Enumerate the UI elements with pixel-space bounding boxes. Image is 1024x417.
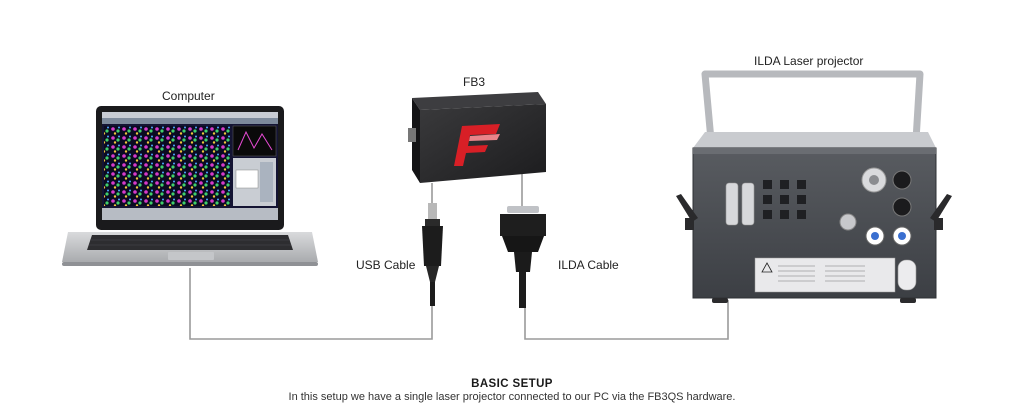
fb3-device bbox=[408, 92, 546, 183]
projector-handle bbox=[701, 70, 924, 141]
fb3-label: FB3 bbox=[463, 75, 486, 89]
ilda-out-port bbox=[741, 182, 755, 226]
caption-title: BASIC SETUP bbox=[471, 378, 553, 390]
screen-menubar bbox=[102, 112, 278, 118]
dmx-in-port bbox=[892, 170, 912, 190]
caution-label-plate bbox=[754, 257, 896, 293]
cable-lines bbox=[189, 172, 729, 340]
ilda-in-port bbox=[725, 182, 739, 226]
projector-top bbox=[693, 132, 936, 148]
screen-statusbar bbox=[102, 208, 278, 220]
computer-label: Computer bbox=[162, 89, 215, 103]
fb3-top bbox=[412, 92, 546, 110]
computer-usb-cable-line bbox=[189, 268, 433, 340]
ilda-cable bbox=[500, 206, 546, 308]
usb-cable bbox=[422, 203, 443, 306]
projector-ilda-cable-line bbox=[524, 300, 729, 340]
projector-label: ILDA Laser projector bbox=[754, 54, 864, 68]
laser-projector bbox=[676, 70, 952, 303]
screen-toolbar bbox=[102, 118, 278, 124]
setup-caption: BASIC SETUP In this setup we have a sing… bbox=[0, 378, 1024, 404]
screen-preview bbox=[232, 125, 277, 157]
laptop-touchpad bbox=[168, 252, 214, 260]
usb-cable-label: USB Cable bbox=[356, 258, 416, 272]
dmx-out-port bbox=[892, 197, 912, 217]
laptop-keyboard bbox=[87, 235, 293, 250]
caption-body: In this setup we have a single laser pro… bbox=[288, 391, 736, 403]
fb3-face bbox=[420, 104, 546, 183]
screen-grid bbox=[104, 126, 230, 206]
laptop bbox=[62, 106, 318, 266]
ilda-cable-label: ILDA Cable bbox=[558, 258, 619, 272]
safety-key bbox=[839, 213, 857, 231]
fb3-logo bbox=[454, 124, 500, 166]
